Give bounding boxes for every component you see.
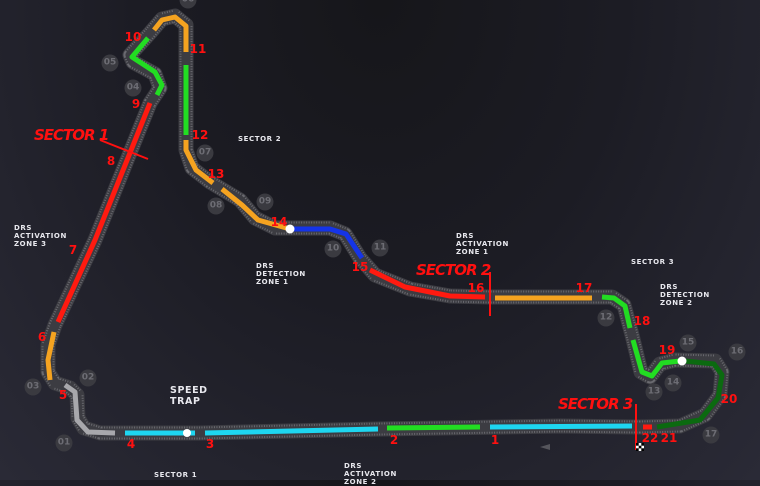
marker-01: 01 [55,434,73,452]
corner-3: 3 [205,437,215,451]
marker-17: 17 [702,426,720,444]
corner-6: 6 [37,330,47,344]
corner-11: 11 [189,42,207,56]
drs-detection-1-dot [285,224,295,234]
sector-2-label: SECTOR 2 [416,261,491,279]
segment-orange-e [45,331,57,381]
segment-green-e [129,36,165,97]
corner-2: 2 [389,433,399,447]
marker-09: 09 [256,193,274,211]
segment-gray [63,382,116,436]
corner-9: 9 [131,97,141,111]
track-outline [40,8,730,441]
corner-17: 17 [575,281,593,295]
corner-1: 1 [490,433,500,447]
segment-darkgreen [656,358,725,430]
segment-green-c [601,294,633,329]
corner-12: 12 [191,128,209,142]
drs-activation-zone-1: DRS ACTIVATION ZONE 1 [456,232,509,256]
segment-red-b [368,267,486,300]
marker-15: 15 [679,334,697,352]
marker-06: 06 [179,0,197,9]
marker-10: 10 [324,240,342,258]
segment-orange-d [152,14,189,52]
marker-16: 16 [728,343,746,361]
track-segments [45,14,725,436]
marker-13: 13 [645,383,663,401]
segment-green-b [630,339,681,379]
speed-trap-dot [183,429,191,437]
corner-14: 14 [270,215,288,229]
sector-lines [99,139,637,450]
drs-activation-zone-3: DRS ACTIVATION ZONE 3 [14,224,67,248]
marker-05: 05 [101,54,119,72]
drs-detection-zone-2: DRS DETECTION ZONE 2 [660,283,710,307]
corner-8: 8 [106,154,116,168]
corner-21: 21 [660,431,678,445]
segment-orange-b [220,187,291,232]
segment-cyan-c [489,423,633,430]
segment-cyan-b [204,426,379,436]
drs-detection-2-dot [677,356,687,366]
speed-trap-label: SPEED TRAP [170,385,208,407]
segment-blue [290,226,365,260]
sector-1-line [99,139,149,160]
segment-green-a [386,424,481,431]
marker-14: 14 [664,374,682,392]
sector-1-label: SECTOR 1 [34,126,109,144]
track-surface [40,8,730,441]
corner-13: 13 [207,167,225,181]
marker-02: 02 [79,369,97,387]
direction-arrow-icon [540,444,550,450]
corner-10: 10 [124,30,142,44]
sector-2-text: SECTOR 2 [238,135,282,143]
segment-orange-c [183,140,215,185]
marker-03: 03 [24,378,42,396]
marker-08: 08 [207,197,225,215]
corner-19: 19 [658,343,676,357]
checkered-flag-icon [636,443,644,451]
sector-1-text: SECTOR 1 [154,471,198,479]
marker-11: 11 [371,239,389,257]
sector-3-label: SECTOR 3 [558,395,633,413]
corner-20: 20 [720,392,738,406]
corner-15: 15 [351,260,369,274]
marker-12: 12 [597,309,615,327]
drs-activation-zone-2: DRS ACTIVATION ZONE 2 [344,462,397,486]
corner-18: 18 [633,314,651,328]
drs-detection-zone-1: DRS DETECTION ZONE 1 [256,262,306,286]
marker-04: 04 [124,79,142,97]
segment-red-c [55,102,153,324]
marker-07: 07 [196,144,214,162]
corner-22: 22 [641,431,659,445]
corner-7: 7 [68,243,78,257]
corner-5: 5 [58,388,68,402]
corner-16: 16 [467,281,485,295]
sector-3-text: SECTOR 3 [631,258,675,266]
corner-4: 4 [126,437,136,451]
